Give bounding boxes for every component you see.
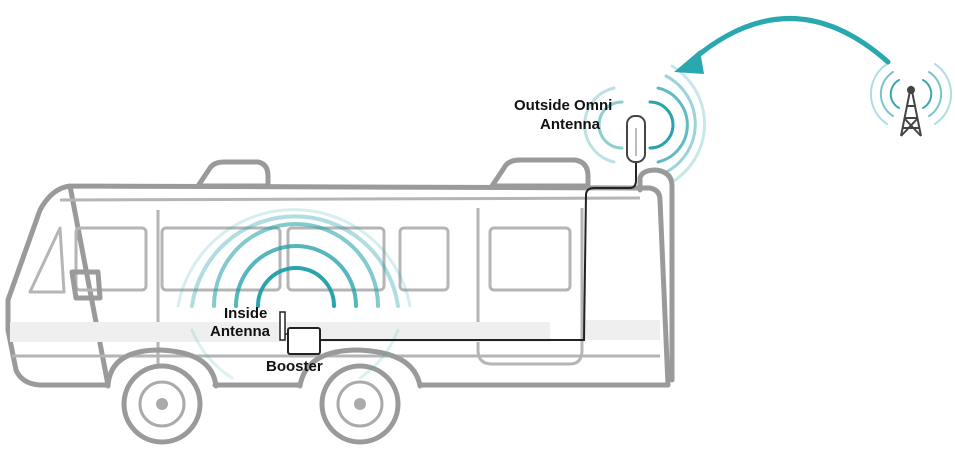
outside-antenna-label-line2: Antenna [540,116,601,133]
front-wheel [121,363,203,445]
outside-antenna-label-line1: Outside Omni [514,97,612,114]
cell-tower-icon [869,63,953,137]
rv-wheels [105,347,423,445]
outside-antenna-waves [583,64,706,184]
inside-antenna-waves [176,208,412,380]
signal-arrow-icon [674,16,891,74]
rear-wheel [319,363,401,445]
coax-cable [320,160,637,341]
inside-antenna-label-line2: Antenna [210,323,271,340]
inside-antenna-icon [279,311,288,341]
booster-icon [287,327,321,355]
inside-antenna-label-line1: Inside [224,305,267,322]
booster-label: Booster [266,358,323,375]
omni-antenna-icon [626,115,646,163]
